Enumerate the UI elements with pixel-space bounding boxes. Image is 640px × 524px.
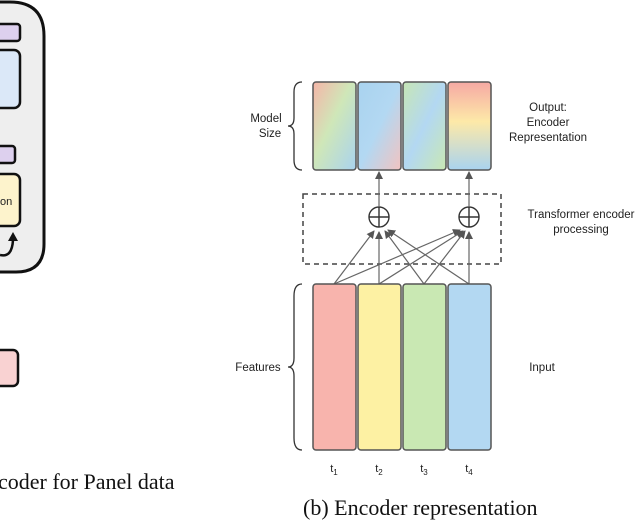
time-step-label-3: t3 [420,463,428,477]
left-panel: on [0,0,46,388]
time-step-label-1: t1 [330,463,338,477]
left-blue-block [0,48,22,110]
left-yellow-block-text: on [0,196,12,208]
output-label-line3: Representation [509,132,587,144]
sum-node-2 [458,206,480,228]
transformer-processing-box [302,193,502,265]
output-block-1 [312,81,357,171]
input-column-3 [402,283,447,451]
output-blocks [312,81,492,171]
output-block-2 [357,81,402,171]
left-purple-block-mid [0,144,17,165]
left-pink-block [0,348,20,388]
output-block-3 [402,81,447,171]
left-purple-block-top [0,22,22,43]
input-columns [312,283,492,451]
left-yellow-block [0,172,22,228]
input-column-1 [312,283,357,451]
sum-node-1 [368,206,390,228]
input-label: Input [529,362,555,374]
output-label-line1: Output: [529,102,567,114]
features-brace [287,283,303,451]
left-loop-arrow [0,239,15,257]
left-loop-arrowhead [8,232,18,241]
output-block-4 [447,81,492,171]
time-step-label-2: t2 [375,463,383,477]
processing-label-line1: Transformer encoder [528,209,635,221]
attention-arrows [333,229,473,285]
output-label-line2: Encoder [527,117,570,129]
left-panel-container [0,0,46,274]
time-step-labels: t1 t2 t3 t4 [330,463,473,477]
processing-label-line2: processing [553,224,609,236]
features-label: Features [235,362,281,374]
model-size-label-line1: Model [250,113,281,125]
model-size-label-line2: Size [259,128,281,140]
input-column-2 [357,283,402,451]
right-panel-caption: (b) Encoder representation [303,495,538,520]
model-size-brace [287,81,303,171]
left-panel-caption: coder for Panel data [0,469,175,494]
input-column-4 [447,283,492,451]
time-step-label-4: t4 [465,463,473,477]
